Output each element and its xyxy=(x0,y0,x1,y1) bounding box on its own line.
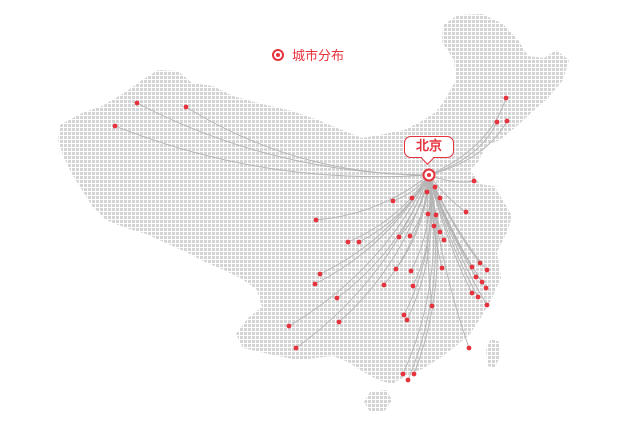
city-point[interactable] xyxy=(471,178,477,184)
city-point[interactable] xyxy=(345,239,351,245)
taiwan-shape xyxy=(486,338,500,368)
city-point[interactable] xyxy=(441,237,447,243)
city-point[interactable] xyxy=(334,295,340,301)
city-point[interactable] xyxy=(494,119,500,125)
route-line xyxy=(407,174,437,381)
city-point[interactable] xyxy=(437,229,443,235)
city-point[interactable] xyxy=(429,303,435,309)
city-point[interactable] xyxy=(393,266,399,272)
city-point[interactable] xyxy=(484,267,490,273)
city-point[interactable] xyxy=(410,283,416,289)
city-point[interactable] xyxy=(390,198,396,204)
city-point[interactable] xyxy=(404,317,410,323)
land-mass xyxy=(58,14,569,412)
city-point[interactable] xyxy=(405,377,411,383)
legend: 城市分布 xyxy=(272,45,344,64)
city-point[interactable] xyxy=(312,281,318,287)
route-line xyxy=(314,174,430,285)
route-line xyxy=(428,174,488,306)
route-line xyxy=(413,174,438,375)
route-line xyxy=(403,174,432,316)
route-line xyxy=(347,174,430,243)
mainland-shape xyxy=(58,14,569,384)
route-line xyxy=(428,121,498,176)
city-point[interactable] xyxy=(293,345,299,351)
city-point[interactable] xyxy=(475,294,481,300)
city-point[interactable] xyxy=(286,323,292,329)
city-point[interactable] xyxy=(473,274,479,280)
city-point[interactable] xyxy=(407,233,413,239)
city-point[interactable] xyxy=(356,239,362,245)
city-point[interactable] xyxy=(183,104,189,110)
route-line xyxy=(295,174,430,349)
city-point[interactable] xyxy=(439,265,445,271)
city-point[interactable] xyxy=(411,371,417,377)
city-point[interactable] xyxy=(381,282,387,288)
city-point[interactable] xyxy=(503,95,509,101)
city-point[interactable] xyxy=(469,264,475,270)
city-point[interactable] xyxy=(484,302,490,308)
route-line xyxy=(428,97,507,176)
city-points xyxy=(112,95,510,383)
city-point[interactable] xyxy=(396,234,402,240)
city-point[interactable] xyxy=(469,290,475,296)
route-line xyxy=(428,120,508,176)
city-point[interactable] xyxy=(463,209,469,215)
city-point[interactable] xyxy=(336,319,342,325)
route-line xyxy=(288,174,430,327)
route-line xyxy=(383,174,430,286)
city-point[interactable] xyxy=(433,212,439,218)
route-line xyxy=(319,174,430,275)
city-point[interactable] xyxy=(408,268,414,274)
route-line xyxy=(338,174,430,323)
city-point[interactable] xyxy=(134,100,140,106)
route-line xyxy=(428,174,479,298)
city-point[interactable] xyxy=(409,195,415,201)
city-point[interactable] xyxy=(432,184,438,190)
city-point[interactable] xyxy=(401,312,407,318)
hub-dot xyxy=(427,173,431,177)
city-point[interactable] xyxy=(317,271,323,277)
city-point[interactable] xyxy=(437,195,443,201)
route-line xyxy=(114,125,430,178)
city-point[interactable] xyxy=(425,211,431,217)
city-point[interactable] xyxy=(483,285,489,291)
hainan-shape xyxy=(364,390,392,412)
route-line xyxy=(406,174,433,321)
city-point[interactable] xyxy=(479,279,485,285)
target-icon xyxy=(272,48,284,61)
city-point[interactable] xyxy=(424,189,430,195)
city-point[interactable] xyxy=(477,260,483,266)
city-point[interactable] xyxy=(400,371,406,377)
hub-marker xyxy=(422,168,436,182)
city-point[interactable] xyxy=(112,123,118,129)
route-line xyxy=(426,174,433,307)
route-line xyxy=(315,174,430,221)
city-point[interactable] xyxy=(466,345,472,351)
route-line xyxy=(402,174,435,375)
city-point[interactable] xyxy=(313,217,319,223)
legend-label: 城市分布 xyxy=(292,49,345,64)
hub-label: 北京 xyxy=(404,136,454,158)
route-line xyxy=(185,106,430,176)
city-point[interactable] xyxy=(431,223,437,229)
city-point[interactable] xyxy=(504,118,510,124)
